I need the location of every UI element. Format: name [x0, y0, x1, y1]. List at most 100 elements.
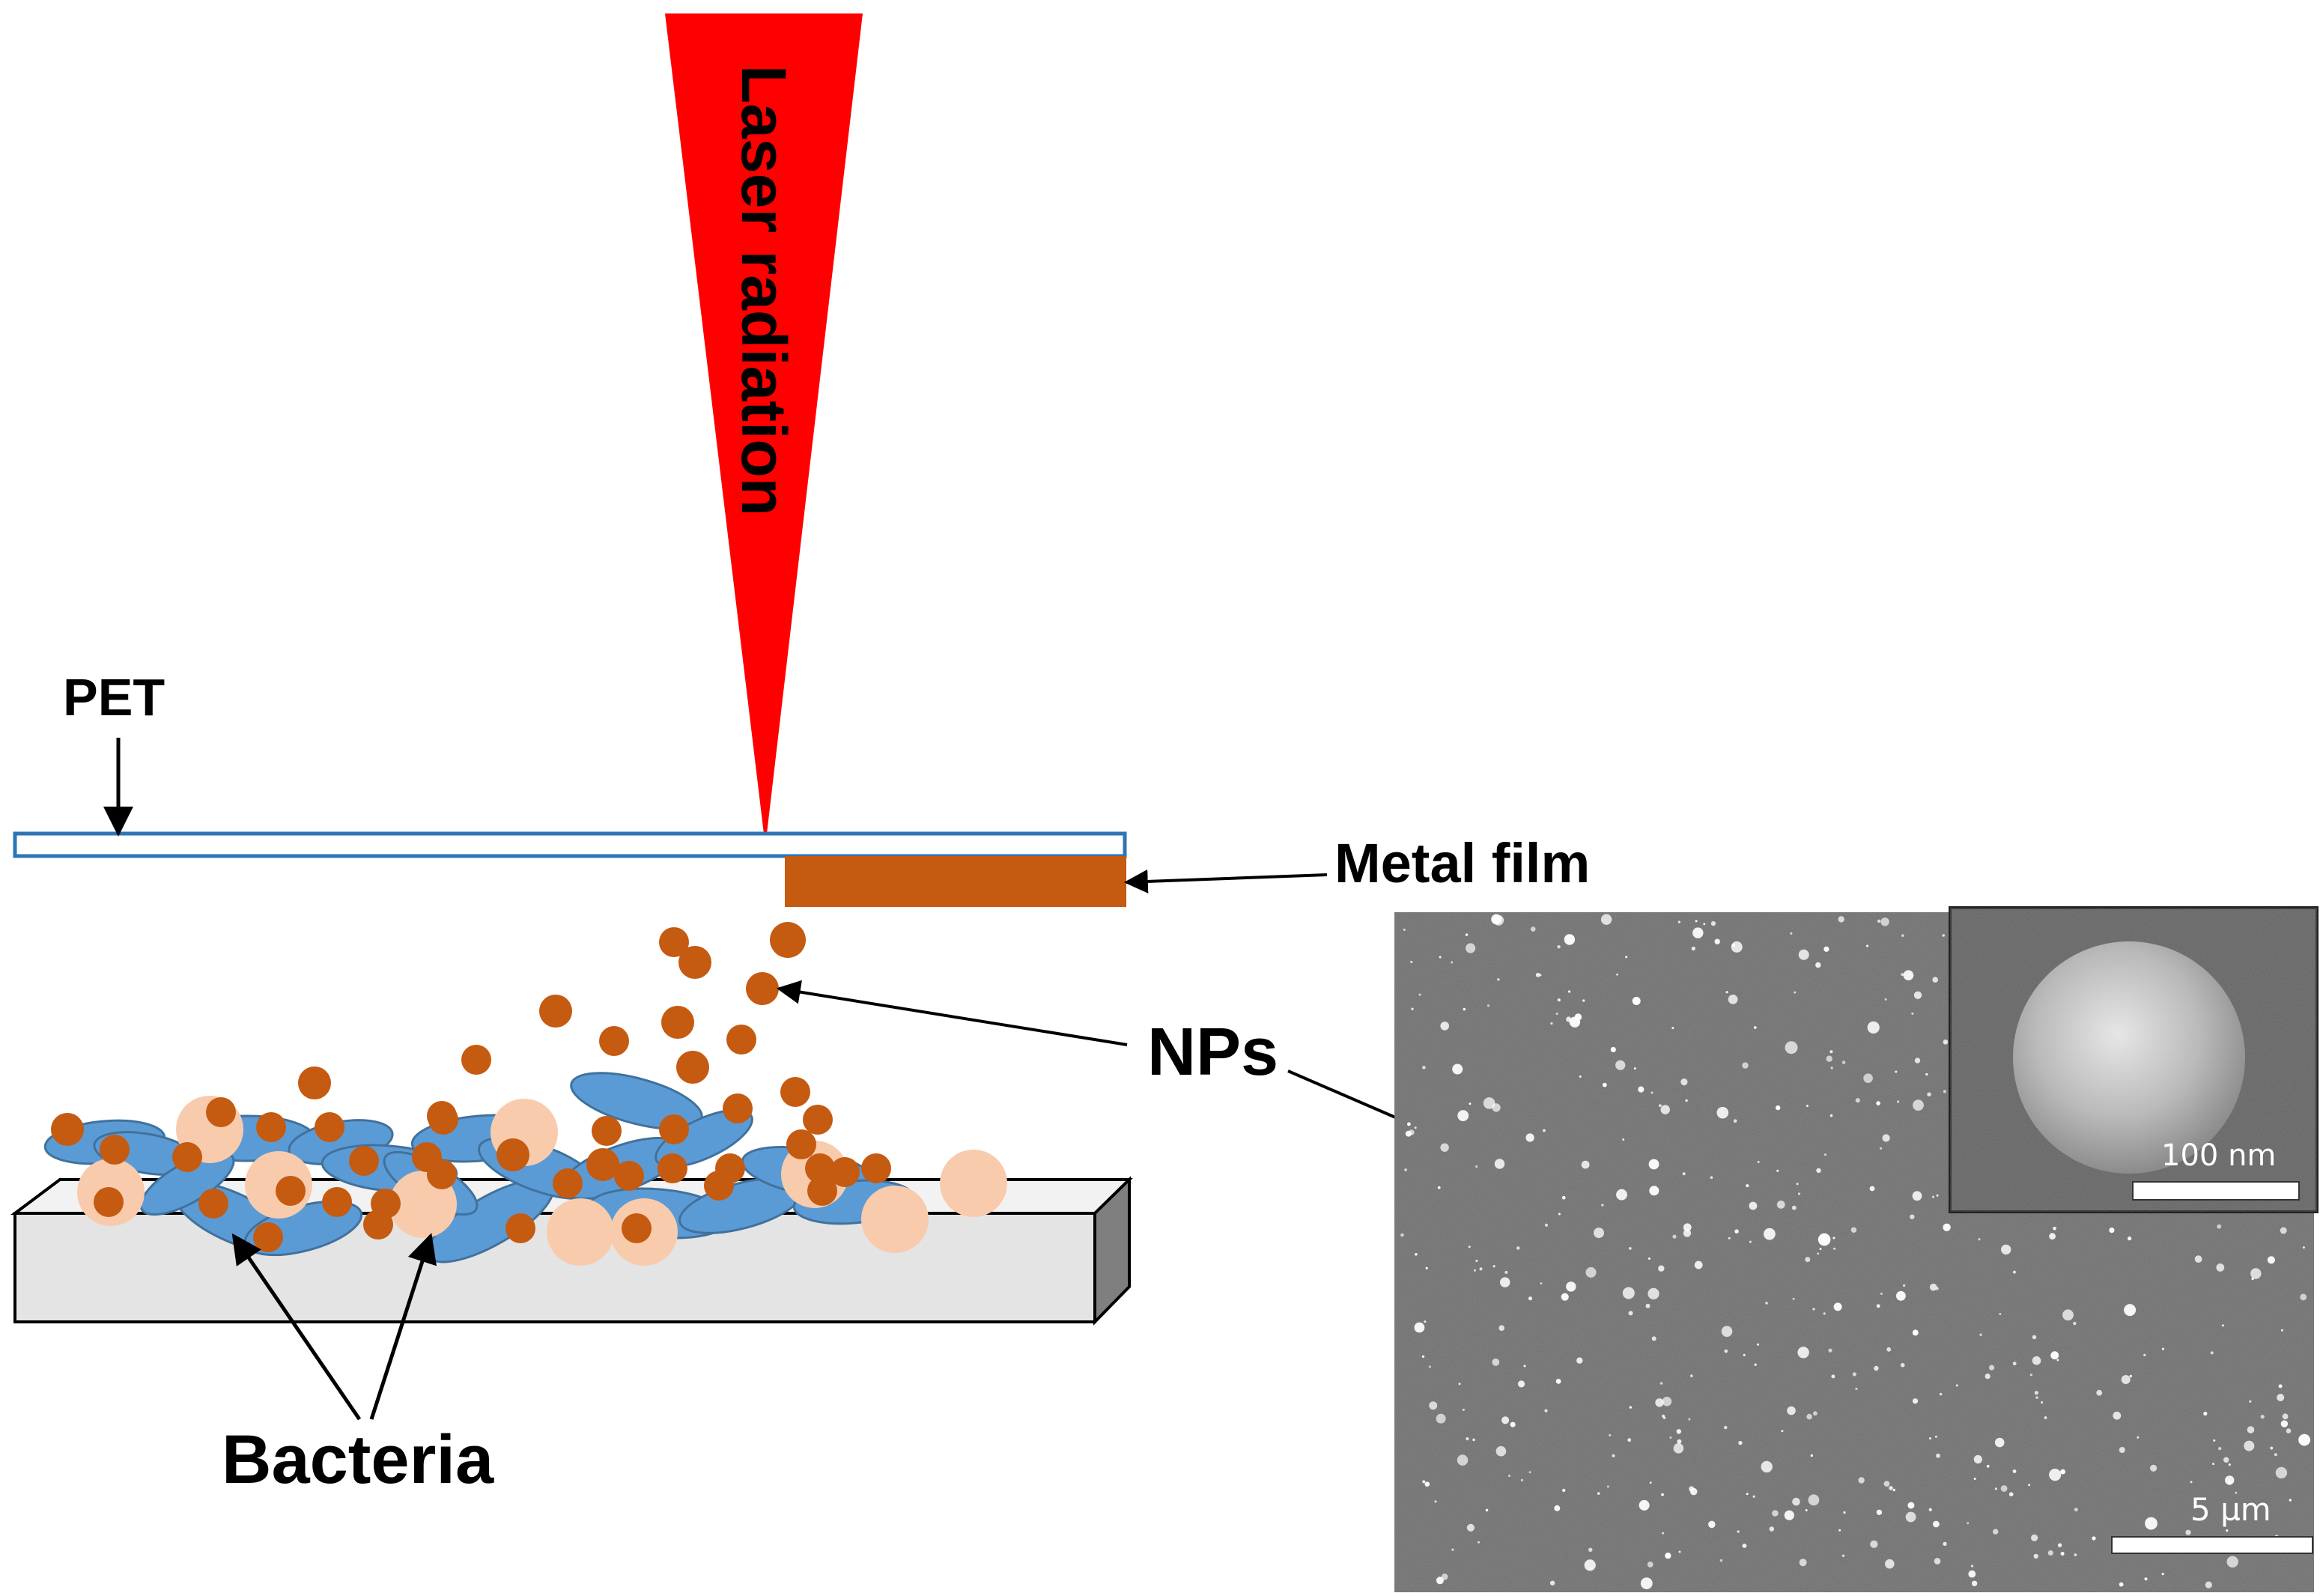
- sem-particle: [1912, 1191, 1922, 1201]
- sem-scale-text: 5 µm: [2190, 1491, 2271, 1528]
- sem-particle: [2073, 1321, 2077, 1326]
- sem-particle: [1816, 1168, 1821, 1174]
- sem-particle: [1606, 1485, 1609, 1488]
- sem-particle: [1907, 1502, 1915, 1509]
- sem-particle: [2057, 1543, 2062, 1547]
- sem-particle: [1439, 956, 1442, 959]
- sem-particle: [1612, 1454, 1615, 1457]
- sem-particle: [1776, 1169, 1779, 1172]
- sem-particle: [1566, 1016, 1572, 1022]
- sem-particle: [1885, 1559, 1895, 1569]
- nanoparticle: [723, 1093, 753, 1123]
- sem-particle: [2012, 1362, 2017, 1365]
- sem-particle: [2267, 1256, 2275, 1264]
- sem-particle: [2092, 1536, 2096, 1541]
- sem-particle: [2270, 1446, 2274, 1450]
- sem-particle: [1830, 1066, 1833, 1069]
- sem-particle: [1451, 961, 1454, 964]
- sem-particle: [2060, 1552, 2065, 1556]
- sem-particle: [1943, 1040, 1949, 1045]
- sem-particle: [2074, 1553, 2077, 1556]
- sem-particle: [1465, 933, 1469, 936]
- sem-particle: [1781, 1430, 1784, 1433]
- sem-particle: [1436, 1413, 1446, 1424]
- sem-particle: [1749, 1201, 1758, 1210]
- nanoparticle: [94, 1187, 124, 1217]
- sem-particle: [1458, 1383, 1461, 1386]
- sem-particle: [1469, 1102, 1472, 1105]
- sem-particle: [1925, 1072, 1928, 1076]
- sem-particle: [1616, 1189, 1627, 1201]
- sem-particle: [2113, 1411, 2122, 1420]
- sem-particle: [1936, 1194, 1939, 1197]
- nanoparticle: [206, 1097, 236, 1127]
- sem-particle: [1558, 1213, 1561, 1216]
- sem-particle: [1474, 1269, 1476, 1272]
- sem-particle: [1479, 1267, 1483, 1271]
- nanoparticle: [371, 1189, 401, 1219]
- nanoparticle: [807, 1176, 837, 1206]
- sem-particle: [1882, 1134, 1890, 1142]
- sem-particle: [1911, 1012, 1914, 1015]
- sem-particle: [2050, 1351, 2059, 1360]
- sem-particle: [1407, 1122, 1411, 1126]
- sem-particle: [1867, 1021, 1880, 1034]
- bacteria-label: Bacteria: [222, 1421, 494, 1498]
- sem-particle: [1425, 1266, 1428, 1269]
- sem-particle: [2250, 1268, 2262, 1279]
- sem-particle: [1876, 1101, 1880, 1105]
- sem-particle: [1737, 1530, 1740, 1533]
- sem-particle: [1776, 1105, 1781, 1111]
- sem-particle: [2032, 1356, 2041, 1365]
- nanoparticle: [746, 972, 779, 1005]
- sem-particle: [2128, 1237, 2132, 1241]
- sem-particle: [1404, 1168, 1407, 1171]
- sem-particle: [1785, 1041, 1798, 1055]
- sem-particle: [1897, 1100, 1900, 1103]
- sem-particle: [2035, 1396, 2038, 1399]
- sem-particle: [1880, 1292, 1883, 1295]
- sem-particle: [1746, 1493, 1749, 1496]
- sem-particle: [2012, 1270, 2016, 1274]
- sem-particle: [2227, 1481, 2232, 1485]
- sem-particle: [1761, 1460, 1773, 1473]
- nanoparticle: [315, 1112, 344, 1142]
- sem-particle: [1440, 1143, 1449, 1152]
- sem-particle: [1913, 1099, 1924, 1111]
- sem-particle: [1535, 972, 1540, 977]
- sem-particle: [2121, 1375, 2131, 1384]
- sem-particle: [1676, 1429, 1681, 1434]
- sem-particle: [1582, 999, 1585, 1002]
- sem-particle: [1994, 1487, 1997, 1490]
- sem-particle: [1424, 1481, 1430, 1487]
- sem-particle: [1540, 1282, 1543, 1285]
- sem-particle: [1784, 1510, 1794, 1520]
- nanoparticle: [805, 1153, 835, 1183]
- sem-particle: [1792, 1497, 1800, 1506]
- sem-particle: [1669, 1436, 1672, 1439]
- sem-particle: [2302, 1246, 2305, 1249]
- nanoparticle: [51, 1113, 84, 1146]
- sem-particle: [1640, 1577, 1653, 1590]
- sem-particle: [1723, 1425, 1728, 1430]
- sem-particle: [1683, 1229, 1692, 1237]
- sem-particle: [1743, 1353, 1746, 1356]
- sem-particle: [1985, 1374, 1991, 1380]
- nanoparticles: [51, 922, 891, 1252]
- sem-particle: [1935, 1287, 1939, 1290]
- sem-particle: [1738, 1440, 1743, 1445]
- sem-particle: [1806, 1413, 1812, 1420]
- sem-particle: [1869, 1186, 1875, 1192]
- sem-particle: [1424, 1320, 1427, 1323]
- sem-particle: [2190, 1481, 2193, 1484]
- sem-particle: [1601, 1204, 1604, 1207]
- sem-particle: [1912, 1398, 1919, 1404]
- sem-particle: [1671, 1027, 1674, 1030]
- sem-particle: [1806, 1105, 1809, 1108]
- sem-particle: [2277, 1394, 2285, 1401]
- sem-particle: [1495, 1445, 1507, 1457]
- sem-particle: [1719, 1559, 1723, 1562]
- sem-particle: [1504, 1270, 1508, 1274]
- sem-particle: [1409, 1129, 1415, 1135]
- sem-particle: [1855, 1387, 1858, 1390]
